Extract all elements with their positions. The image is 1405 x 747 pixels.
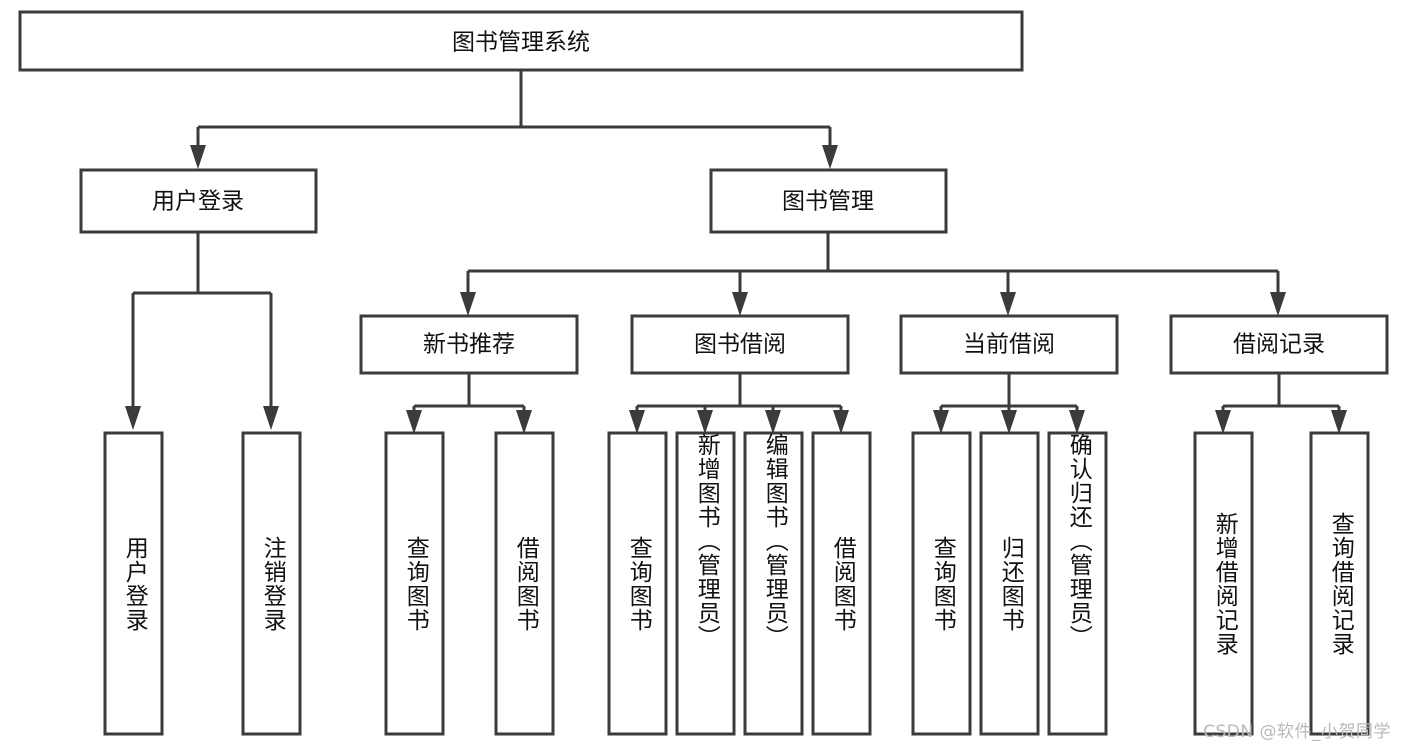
leaf-box-user-login-0[interactable] [103,431,164,736]
node-root[interactable]: 图书管理系统 [18,10,1024,72]
watermark-text: CSDN @软件_小贺同学 [1203,722,1391,742]
arrow-head-icon [125,406,141,430]
connector-root-to-level2 [190,70,838,169]
node-book-management-box[interactable] [709,168,948,234]
node-borrow-record-box[interactable] [1169,314,1389,375]
node-borrow-record-label: 借阅记录 [1233,332,1325,358]
arrow-head-icon [732,292,748,316]
connector-bookborrow-to-leaves [629,373,849,434]
node-new-book-recommend-label: 新书推荐 [423,332,515,358]
node-user-login-label: 用户登录 [152,189,244,215]
node-book-borrow-box[interactable] [630,314,850,375]
connector-userlogin-to-leaves [125,232,279,430]
arrow-head-icon [1331,410,1347,434]
node-root-box[interactable] [18,10,1024,72]
arrow-head-icon [460,292,476,316]
leaf-box-borrow-record-1[interactable] [1309,431,1370,736]
node-current-borrow-label: 当前借阅 [963,332,1055,358]
leaf-box-borrow-record-0[interactable] [1193,431,1254,736]
node-current-borrow-box[interactable] [899,314,1119,375]
arrow-head-icon [697,410,713,434]
arrow-head-icon [833,410,849,434]
arrow-head-icon [1215,410,1231,434]
node-current-borrow[interactable]: 当前借阅 [899,314,1119,375]
connector-borrowrecord-to-leaves [1215,373,1347,434]
leaf-box-book-borrow-1[interactable] [675,431,736,736]
arrow-head-icon [1001,410,1017,434]
arrow-head-icon [765,410,781,434]
node-new-book-recommend-box[interactable] [359,314,579,375]
leaf-box-book-borrow-2[interactable] [743,431,804,736]
leaf-box-new-book-0[interactable] [384,431,445,736]
arrow-head-icon [190,145,206,169]
leaf-box-current-borrow-0[interactable] [911,431,972,736]
arrow-head-icon [822,145,838,169]
arrow-head-icon [516,410,532,434]
node-root-label: 图书管理系统 [452,30,590,56]
leaf-box-new-book-1[interactable] [494,431,555,736]
connector-newbook-to-leaves [406,373,532,434]
node-book-borrow-label: 图书借阅 [694,332,786,358]
arrow-head-icon [406,410,422,434]
leaf-box-book-borrow-3[interactable] [811,431,872,736]
arrow-head-icon [933,410,949,434]
leaf-box-user-login-1[interactable] [241,431,302,736]
arrow-head-icon [1000,292,1016,316]
connector-bookmgmt-to-level3 [460,232,1286,316]
leaf-box-book-borrow-0[interactable] [607,431,668,736]
arrow-head-icon [263,406,279,430]
node-new-book-recommend[interactable]: 新书推荐 [359,314,579,375]
node-book-borrow[interactable]: 图书借阅 [630,314,850,375]
leaf-box-current-borrow-1[interactable] [979,431,1040,736]
connector-currentborrow-to-leaves [933,373,1085,434]
arrow-head-icon [1270,292,1286,316]
node-book-management-label: 图书管理 [782,189,874,215]
leaf-box-current-borrow-2[interactable] [1047,431,1108,736]
arrow-head-icon [1069,410,1085,434]
arrow-head-icon [629,410,645,434]
node-book-management[interactable]: 图书管理 [709,168,948,234]
node-borrow-record[interactable]: 借阅记录 [1169,314,1389,375]
node-user-login[interactable]: 用户登录 [79,168,318,234]
